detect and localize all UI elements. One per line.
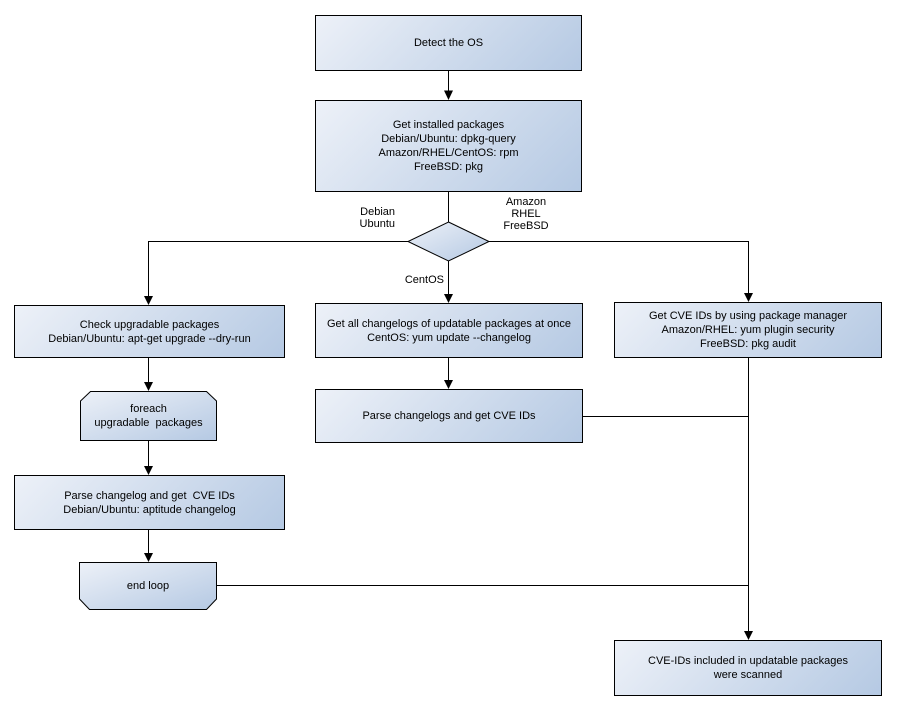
- node-line: Debian/Ubuntu: aptitude changelog: [63, 503, 236, 516]
- arrowhead-into-result: [744, 631, 753, 640]
- node-get-installed-packages: Get installed packages Debian/Ubuntu: dp…: [315, 100, 582, 192]
- arrowhead-into-check-upgradable: [144, 296, 153, 305]
- arrowhead-into-end-loop: [144, 553, 153, 562]
- node-line: end loop: [126, 579, 170, 592]
- arrowhead-into-get-cve-ids: [744, 293, 753, 302]
- node-get-all-changelogs: Get all changelogs of updatable packages…: [315, 303, 583, 358]
- node-check-upgradable-packages: Check upgradable packages Debian/Ubuntu:…: [14, 305, 285, 358]
- foreach-loop-shape: [80, 391, 217, 441]
- arrowheads: [144, 90, 753, 640]
- node-line: foreach: [130, 403, 167, 415]
- node-line: Amazon/RHEL: yum plugin security: [661, 324, 835, 336]
- node-parse-changelogs: Parse changelogs and get CVE IDs: [315, 389, 583, 443]
- arrowhead-into-get-all-changelogs: [444, 294, 453, 303]
- edge-label-line: Ubuntu: [359, 218, 395, 230]
- edge-label-line: Debian: [360, 206, 395, 218]
- edge-label-line: FreeBSD: [503, 220, 549, 232]
- node-end-loop-label: end loop: [79, 562, 217, 609]
- edge-label-amazon-rhel-freebsd: Amazon RHEL FreeBSD: [491, 196, 561, 232]
- edge-decision-to-check-upgradable: [148, 241, 409, 296]
- arrowhead-into-installed: [444, 90, 453, 100]
- node-line: upgradable packages: [94, 417, 203, 429]
- node-line: CentOS: yum update --changelog: [367, 331, 531, 344]
- node-parse-changelog-debian: Parse changelog and get CVE IDs Debian/U…: [14, 475, 285, 530]
- node-line: Debian/Ubuntu: apt-get upgrade --dry-run: [48, 332, 251, 345]
- node-line: Debian/Ubuntu: dpkg-query: [381, 133, 516, 145]
- arrowhead-into-parse-changelog: [144, 466, 153, 475]
- node-line: Amazon/RHEL/CentOS: rpm: [378, 147, 519, 159]
- end-loop-shape: [79, 562, 217, 610]
- node-line: Get CVE IDs by using package manager: [648, 310, 848, 322]
- node-line: FreeBSD: pkg audit: [700, 338, 796, 350]
- edges: [148, 71, 749, 631]
- edge-decision-to-get-cve-ids: [489, 241, 749, 293]
- edge-label-line: RHEL: [511, 208, 541, 220]
- edge-label-centos: CentOS: [394, 274, 444, 286]
- node-line: Get all changelogs of updatable packages…: [326, 317, 571, 330]
- node-get-cve-ids-package-manager: Get CVE IDs by using package manager Ama…: [614, 302, 882, 358]
- node-line: Get installed packages: [392, 119, 505, 131]
- node-line: FreeBSD: pkg: [413, 161, 484, 173]
- node-line: CVE-IDs included in updatable packages: [648, 655, 848, 667]
- edge-label-line: Amazon: [505, 196, 547, 208]
- arrowhead-into-parse-changelogs: [444, 380, 453, 389]
- node-line: Parse changelog and get CVE IDs: [64, 489, 235, 502]
- node-line: Detect the OS: [413, 37, 484, 49]
- edge-label-debian-ubuntu: Debian Ubuntu: [335, 206, 395, 230]
- node-line: were scanned: [713, 669, 783, 681]
- node-line: Check upgradable packages: [79, 318, 220, 331]
- node-detect-os: Detect the OS: [315, 15, 582, 71]
- edge-label-line: CentOS: [404, 274, 444, 286]
- os-decision-diamond: [406, 221, 491, 262]
- node-foreach-loop-label: foreach upgradable packages: [80, 391, 217, 441]
- node-line: Parse changelogs and get CVE IDs: [362, 410, 536, 422]
- node-cve-ids-scanned: CVE-IDs included in updatable packages w…: [614, 640, 882, 696]
- arrowhead-into-foreach: [144, 382, 153, 391]
